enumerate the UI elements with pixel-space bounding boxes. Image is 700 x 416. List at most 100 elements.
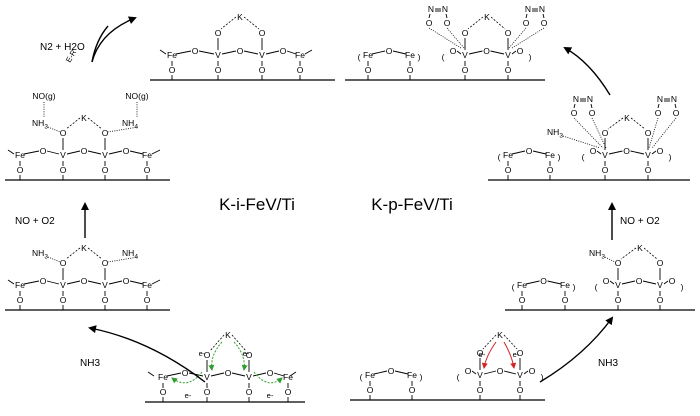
bond-chain — [46, 150, 60, 155]
atom-fe: Fe — [545, 150, 555, 160]
bond-dotted — [573, 117, 604, 149]
atom-o-bridge: O — [603, 276, 610, 286]
paren: ) — [669, 152, 672, 162]
bond-dotted — [508, 27, 527, 49]
bond-chain — [523, 370, 529, 375]
bond-n-o — [445, 13, 448, 19]
bond-chain — [392, 50, 407, 55]
atom-n: N — [525, 4, 531, 14]
atom-v: V — [505, 50, 511, 60]
atom-o-bridge: O — [388, 366, 395, 376]
atom-o-pendant: O — [517, 385, 524, 395]
atom-n: N — [573, 94, 579, 104]
bond-k-o — [87, 117, 103, 130]
bond-terminal — [7, 149, 15, 155]
atom-o-pendant: O — [505, 65, 512, 75]
bond-chain — [175, 50, 192, 55]
adsorbate-no-gas: NO(g) — [32, 91, 55, 101]
bond-chain — [87, 280, 102, 285]
atom-o-pendant: O — [17, 165, 24, 175]
atom-o-pendant: O — [409, 385, 416, 395]
bond-chain — [252, 372, 267, 377]
bond-chain — [630, 150, 645, 155]
electron-label: e- — [199, 349, 206, 358]
bond-k-o — [490, 16, 506, 30]
atom-o-bridge: O — [81, 276, 88, 286]
atom-o-bridge: O — [192, 46, 199, 56]
atom-o-pendant: O — [615, 295, 622, 305]
paren: ) — [558, 152, 561, 162]
atom-k: K — [637, 243, 643, 253]
bond-chain — [511, 50, 517, 55]
label-no-o2-right: NO + O2 — [620, 216, 660, 227]
bond-dotted — [428, 27, 462, 49]
bond-k-o — [87, 247, 103, 260]
atom-v: V — [462, 50, 468, 60]
atom-o-pendant: O — [562, 295, 569, 305]
bond-chain — [87, 150, 102, 155]
atom-o-bridge: O — [182, 368, 189, 378]
electron-label: e- — [479, 350, 486, 359]
bond-dotted — [591, 117, 607, 149]
bond-dotted — [107, 256, 139, 263]
electron-arrow — [233, 341, 248, 371]
atom-o-pendant: O — [365, 65, 372, 75]
atom-o-pendant: O — [17, 295, 24, 305]
atom-fe: Fe — [142, 280, 152, 290]
bond-dotted — [648, 117, 659, 149]
atom-o-pendant: O — [169, 65, 176, 75]
atom-o-pendant: O — [144, 165, 151, 175]
bond-chain — [265, 50, 280, 55]
atom-o-bridge: O — [40, 276, 47, 286]
adsorbate-nh3: NH3 — [32, 248, 48, 261]
atom-o-top: O — [505, 28, 512, 38]
electron-arrow — [171, 371, 203, 384]
atom-o-pendant: O — [407, 65, 414, 75]
atom-o-bridge: O — [280, 46, 287, 56]
atom-k: K — [81, 243, 87, 253]
bond-n-o — [590, 103, 593, 109]
atom-o-bridge: O — [517, 46, 524, 56]
adsorbate-nh4: NH4 — [122, 248, 138, 261]
bond-chain — [66, 150, 81, 155]
arrow-nh3-right — [539, 316, 614, 383]
atom-o-top: O — [462, 28, 469, 38]
atom-o-bridge: O — [123, 276, 130, 286]
bond-chain — [471, 370, 477, 375]
atom-n: N — [671, 94, 677, 104]
bond-chain — [198, 50, 215, 55]
bond-chain — [129, 150, 144, 155]
bond-chain — [468, 50, 483, 55]
arrow-nh3-left — [88, 325, 206, 383]
atom-o-top: O — [246, 350, 253, 360]
atom-k: K — [497, 330, 503, 340]
atom-fe: Fe — [365, 370, 375, 380]
electron-label: e- — [185, 391, 192, 400]
electron-arrow — [253, 371, 283, 384]
atom-fe: Fe — [517, 280, 527, 290]
atom-n: N — [428, 4, 434, 14]
atom-n: N — [657, 94, 663, 104]
bond-chain — [243, 50, 259, 55]
atom-o-bridge: O — [450, 46, 457, 56]
atom-k: K — [237, 12, 243, 22]
atom-o-pendant: O — [657, 295, 664, 305]
paren: ( — [512, 282, 515, 292]
bond-chain — [609, 280, 615, 285]
atom-k: K — [624, 113, 630, 123]
bond-k-o — [503, 334, 518, 350]
arrow-er-branch — [91, 25, 109, 63]
atom-o-pendant: O — [367, 385, 374, 395]
bond-k-o — [243, 16, 260, 30]
atom-o-top: O — [602, 128, 609, 138]
atom-k: K — [484, 12, 490, 22]
atom-n: N — [442, 4, 448, 14]
atom-o-pendant: O — [102, 165, 109, 175]
bond-chain — [490, 50, 505, 55]
bond-chain — [221, 50, 237, 55]
atom-v: V — [60, 280, 66, 290]
atom-o-bridge: O — [267, 368, 274, 378]
